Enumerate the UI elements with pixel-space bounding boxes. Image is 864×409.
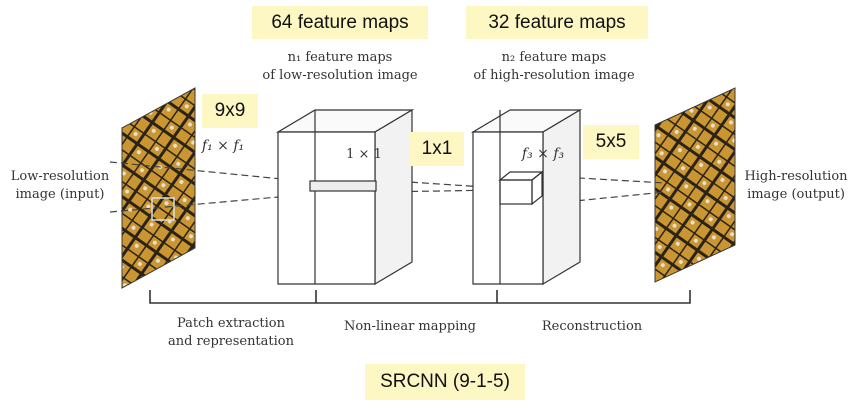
stage-reconstruction: Reconstruction (542, 319, 643, 334)
stage-bracket (149, 290, 691, 304)
stage-patch-line2: and representation (168, 334, 295, 349)
n1-label-line1: n₁ feature maps (288, 50, 393, 65)
output-image (654, 87, 736, 283)
stage-patch-line1: Patch extraction (177, 316, 286, 331)
feature-volume-2 (470, 108, 583, 286)
filter-f3-cube (498, 170, 544, 206)
f1-label: f₁ × f₁ (201, 138, 244, 154)
callout-1x1: 1x1 (410, 132, 464, 166)
n2-label-line2: of high-resolution image (473, 68, 635, 83)
model-title: SRCNN (9-1-5) (365, 364, 525, 400)
feature-volume-1 (275, 108, 415, 286)
f3-label: f₃ × f₃ (521, 146, 565, 162)
input-image (121, 87, 196, 289)
callout-9x9: 9x9 (202, 94, 258, 128)
output-label-line2: image (output) (747, 187, 845, 202)
filter-1x1-box (309, 180, 377, 192)
n2-label-line1: n₂ feature maps (502, 50, 607, 65)
input-label-line2: image (input) (16, 187, 105, 202)
input-patch (151, 197, 175, 221)
n1-label-line2: of low-resolution image (262, 68, 417, 83)
callout-32-maps: 32 feature maps (466, 6, 648, 39)
input-label-line1: Low-resolution (11, 169, 110, 184)
k-mid-label: 1 × 1 (346, 147, 382, 162)
callout-64-maps: 64 feature maps (252, 6, 428, 39)
callout-5x5: 5x5 (583, 125, 639, 159)
output-label-line1: High-resolution (744, 169, 848, 184)
stage-nonlinear: Non-linear mapping (344, 319, 476, 334)
